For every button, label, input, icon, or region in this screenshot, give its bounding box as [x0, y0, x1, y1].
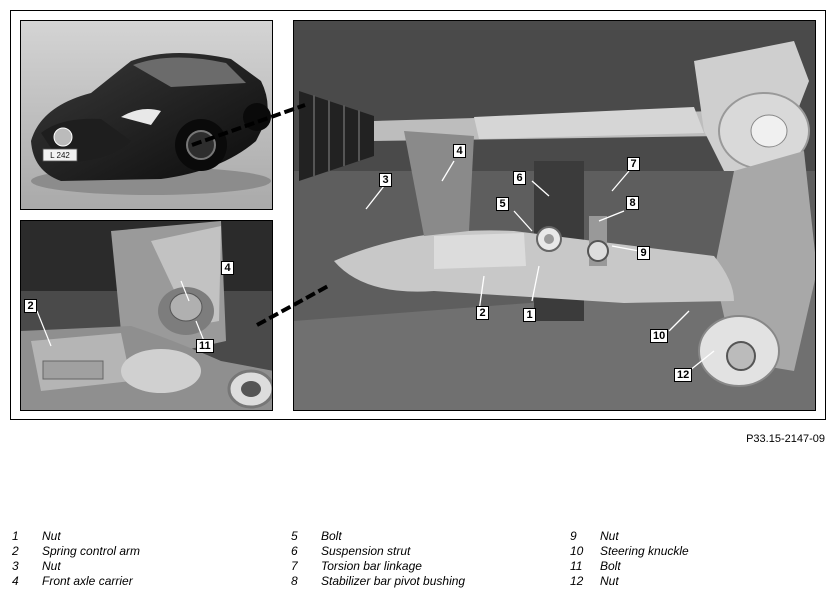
- callout-6: 6: [513, 171, 526, 185]
- car-leader-line: [191, 103, 306, 147]
- callout-7: 7: [627, 157, 640, 171]
- callout-10: 10: [650, 329, 669, 343]
- callout-1: 1: [523, 308, 536, 322]
- inset-callout-2: 2: [24, 299, 37, 313]
- callout-5: 5: [496, 197, 509, 211]
- main-suspension-photo: [293, 20, 816, 411]
- inset-callout-4: 4: [221, 261, 234, 275]
- car-plate: L 242: [50, 151, 70, 160]
- inset-callout-11: 11: [196, 339, 214, 353]
- inset-leader-line: [256, 283, 331, 327]
- callout-8: 8: [626, 196, 639, 210]
- callout-2: 2: [476, 306, 489, 320]
- figure-reference: P33.15-2147-09: [746, 433, 825, 445]
- callout-12: 12: [674, 368, 693, 382]
- callout-4: 4: [453, 144, 466, 158]
- car-overview-photo: L 242: [20, 20, 273, 210]
- detail-inset-photo: [20, 220, 273, 411]
- callout-9: 9: [637, 246, 650, 260]
- callout-3: 3: [379, 173, 392, 187]
